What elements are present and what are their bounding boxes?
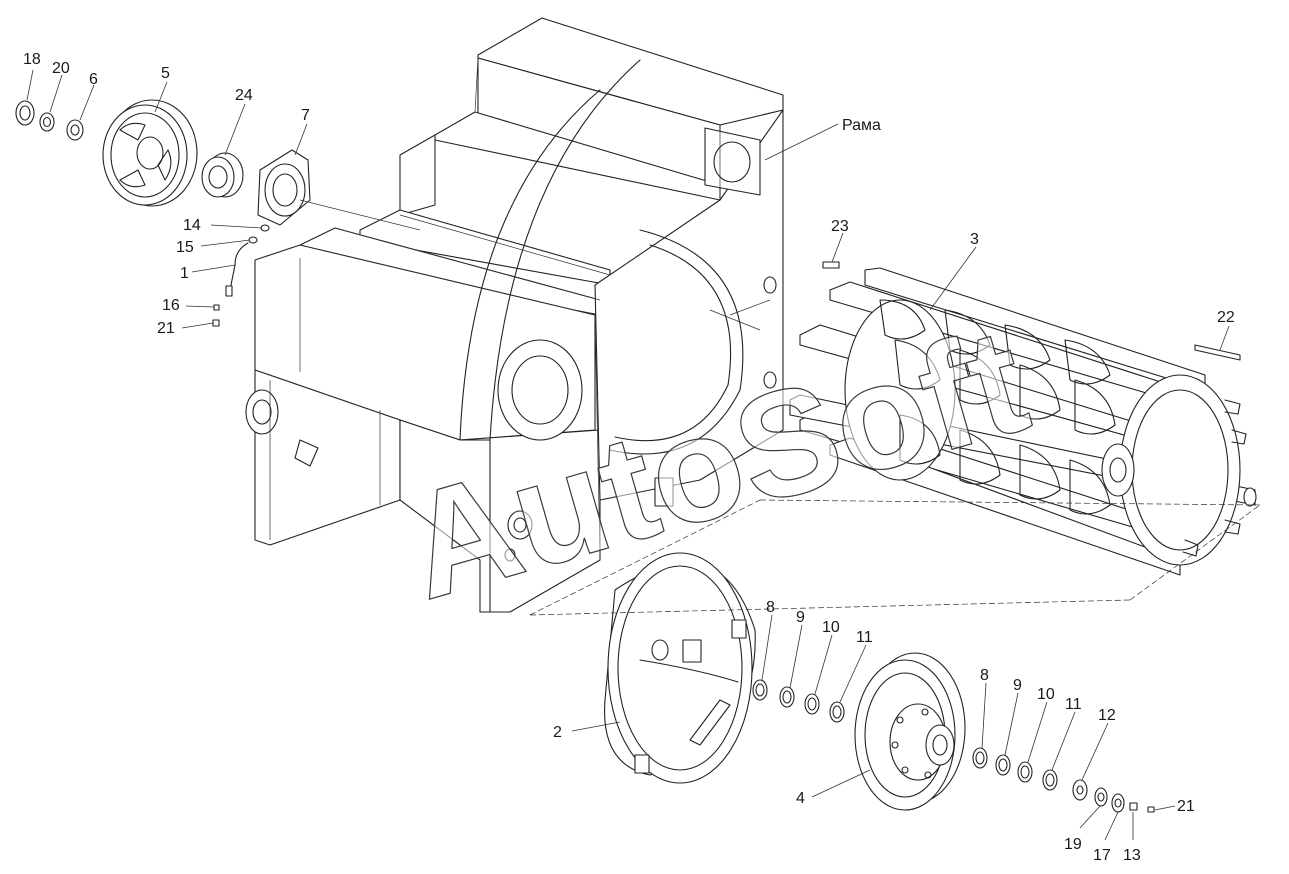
frame-housing [245, 17, 784, 613]
label-part-19: 19 [1064, 836, 1082, 853]
fitting-part-13 [1129, 802, 1138, 811]
label-part-1: 1 [180, 265, 189, 282]
ring-part-10b [1017, 761, 1033, 783]
pulley-part-4 [854, 652, 966, 811]
label-part-22: 22 [1217, 309, 1235, 326]
ring-part-10a [804, 693, 820, 715]
bottom-parts [603, 552, 1155, 813]
label-part-21-top: 21 [157, 320, 175, 337]
label-part-8-right: 8 [980, 667, 989, 684]
ring-part-8b [972, 747, 988, 769]
label-frame: Рама [842, 117, 881, 134]
bearing-part-24 [201, 152, 244, 198]
ring-part-9b [995, 754, 1011, 776]
label-part-2: 2 [553, 724, 562, 741]
label-part-10-left: 10 [822, 619, 840, 636]
label-part-12: 12 [1098, 707, 1116, 724]
nut-part-18 [15, 100, 35, 126]
label-part-15: 15 [176, 239, 194, 256]
label-part-17: 17 [1093, 847, 1111, 864]
label-part-8-left: 8 [766, 599, 775, 616]
assembly-axis-lines [299, 199, 1261, 616]
washer-part-20 [39, 112, 55, 132]
label-part-3: 3 [970, 231, 979, 248]
leader-lines [26, 69, 1230, 841]
cover-part-2 [603, 552, 756, 784]
label-part-16: 16 [162, 297, 180, 314]
ring-part-8a [752, 679, 768, 701]
label-part-10-right: 10 [1037, 686, 1055, 703]
pin-part-23 [822, 261, 840, 269]
label-part-13: 13 [1123, 847, 1141, 864]
label-part-9-left: 9 [796, 609, 805, 626]
bar-part-22 [1194, 344, 1241, 361]
label-part-21-bottom: 21 [1177, 798, 1195, 815]
ring-part-11b [1042, 769, 1058, 791]
rotor-part-3 [789, 267, 1257, 576]
label-part-9-right: 9 [1013, 677, 1022, 694]
cap-part-21b [1147, 806, 1155, 813]
washer-part-12 [1072, 779, 1088, 801]
pulley-part-5 [102, 99, 198, 207]
housing-part-7 [257, 149, 311, 226]
spacer-part-6 [66, 119, 84, 141]
nut-part-17 [1111, 793, 1125, 813]
callout-labels: 18 20 6 5 24 7 14 15 1 16 21 Рама 23 3 2… [23, 51, 1235, 864]
label-part-20: 20 [52, 60, 70, 77]
washer-part-19 [1094, 787, 1108, 807]
label-part-23: 23 [831, 218, 849, 235]
label-part-7: 7 [301, 107, 310, 124]
label-part-11-right: 11 [1065, 696, 1082, 713]
label-part-4: 4 [796, 790, 805, 807]
label-part-14: 14 [183, 217, 201, 234]
label-part-11-left: 11 [856, 629, 873, 646]
ring-part-9a [779, 686, 795, 708]
label-part-6: 6 [89, 71, 98, 88]
ring-part-11a [829, 701, 845, 723]
label-part-5: 5 [161, 65, 170, 82]
left-parts [15, 99, 311, 327]
label-part-18: 18 [23, 51, 41, 68]
label-part-24: 24 [235, 87, 253, 104]
